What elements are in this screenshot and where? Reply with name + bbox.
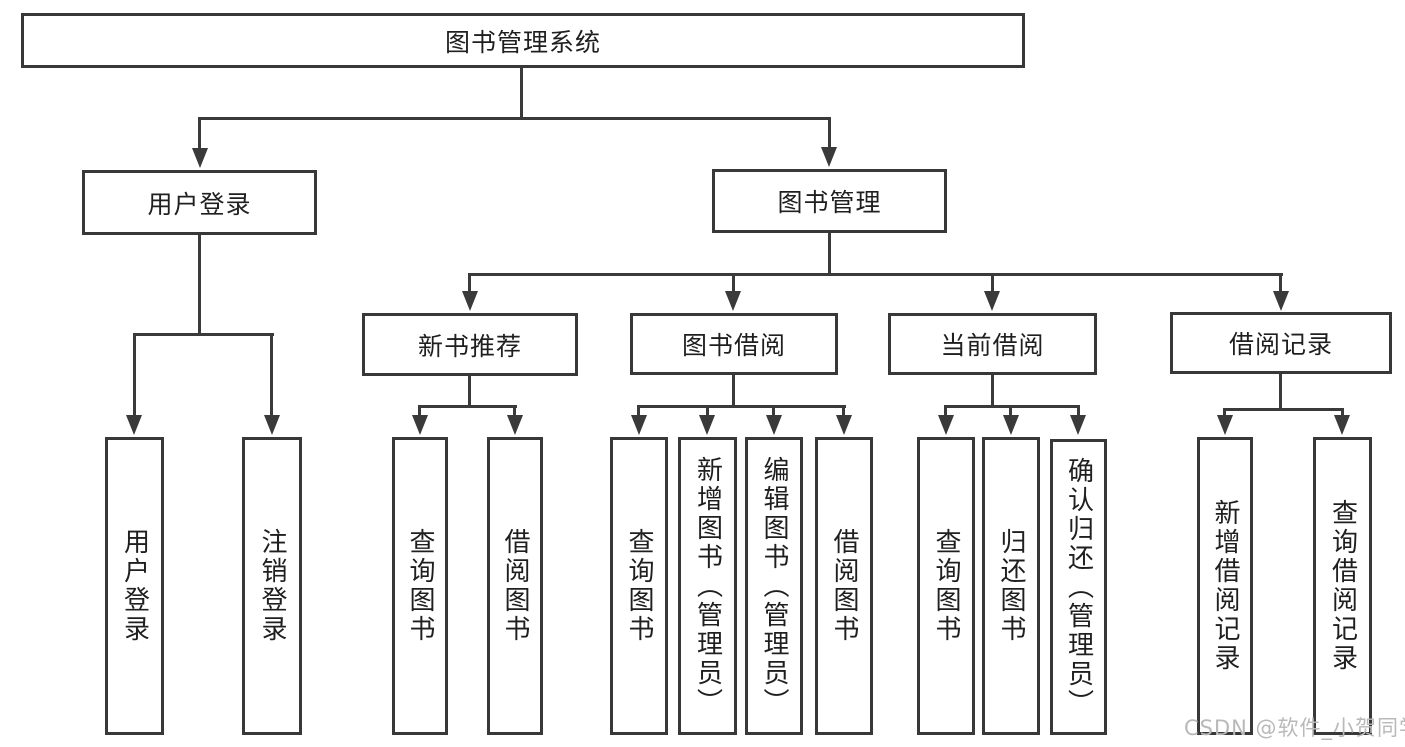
connector-line bbox=[944, 405, 947, 417]
connector-line bbox=[1279, 273, 1282, 293]
connector-line bbox=[198, 117, 831, 120]
connector-line bbox=[418, 405, 517, 408]
arrow-down-icon bbox=[1003, 415, 1019, 435]
connector-line bbox=[1009, 405, 1012, 417]
connector-line bbox=[772, 405, 775, 417]
leaf-logout-label: 注销登录 bbox=[257, 528, 287, 644]
arrow-down-icon bbox=[984, 291, 1000, 311]
node-root-label: 图书管理系统 bbox=[444, 27, 601, 57]
leaf-borrow-book-recommend: 借阅图书 bbox=[487, 437, 543, 735]
connector-line bbox=[198, 117, 201, 150]
arrow-down-icon bbox=[1334, 415, 1350, 435]
connector-line bbox=[991, 375, 994, 405]
node-current-borrow: 当前借阅 bbox=[888, 313, 1097, 375]
connector-line bbox=[418, 405, 421, 417]
arrow-down-icon bbox=[1273, 291, 1289, 311]
arrow-down-icon bbox=[192, 148, 208, 168]
leaf-user-login: 用户登录 bbox=[105, 437, 164, 735]
node-new-book-recommend-label: 新书推荐 bbox=[417, 331, 522, 361]
connector-line bbox=[520, 68, 523, 117]
arrow-down-icon bbox=[126, 415, 142, 435]
connector-line bbox=[706, 405, 709, 417]
leaf-user-login-label: 用户登录 bbox=[119, 528, 150, 644]
connector-line bbox=[1279, 374, 1282, 408]
leaf-query-book-borrow-label: 查询图书 bbox=[624, 528, 654, 644]
leaf-add-book-admin-label: 新增图书（管理员） bbox=[692, 455, 723, 717]
node-book-borrow: 图书借阅 bbox=[630, 313, 838, 375]
arrow-down-icon bbox=[836, 415, 852, 435]
connector-line bbox=[732, 273, 735, 293]
connector-line bbox=[1223, 408, 1344, 411]
leaf-query-borrow-record: 查询借阅记录 bbox=[1313, 437, 1372, 735]
leaf-query-book-current-label: 查询图书 bbox=[931, 528, 961, 644]
arrow-down-icon bbox=[725, 291, 741, 311]
leaf-query-book-borrow: 查询图书 bbox=[610, 437, 668, 735]
leaf-query-book-current: 查询图书 bbox=[917, 437, 975, 735]
leaf-borrow-book-label: 借阅图书 bbox=[829, 528, 859, 644]
connector-line bbox=[1341, 408, 1344, 416]
leaf-confirm-return-admin: 确认归还（管理员） bbox=[1050, 439, 1107, 735]
leaf-borrow-book-recommend-label: 借阅图书 bbox=[500, 528, 530, 644]
connector-line bbox=[732, 375, 735, 405]
arrow-down-icon bbox=[1217, 415, 1233, 435]
leaf-query-borrow-record-label: 查询借阅记录 bbox=[1327, 499, 1358, 673]
arrow-down-icon bbox=[938, 415, 954, 435]
csdn-watermark: CSDN @软件_小贺同学 bbox=[1184, 716, 1405, 740]
connector-line bbox=[991, 273, 994, 293]
leaf-add-book-admin: 新增图书（管理员） bbox=[678, 437, 737, 735]
connector-line bbox=[468, 273, 471, 293]
connector-line bbox=[637, 405, 846, 408]
arrow-down-icon bbox=[766, 415, 782, 435]
leaf-return-book-label: 归还图书 bbox=[996, 528, 1026, 644]
leaf-edit-book-admin: 编辑图书（管理员） bbox=[745, 437, 803, 735]
arrow-down-icon bbox=[462, 291, 478, 311]
arrow-down-icon bbox=[412, 415, 428, 435]
connector-line bbox=[828, 233, 831, 273]
node-user-login-label: 用户登录 bbox=[147, 189, 252, 219]
connector-line bbox=[1077, 405, 1080, 417]
arrow-down-icon bbox=[1070, 415, 1086, 435]
connector-line bbox=[1223, 408, 1226, 416]
leaf-confirm-return-admin-label: 确认归还（管理员） bbox=[1063, 456, 1094, 718]
connector-line bbox=[133, 333, 136, 415]
leaf-logout: 注销登录 bbox=[242, 437, 302, 735]
node-current-borrow-label: 当前借阅 bbox=[940, 331, 1045, 360]
node-book-borrow-label: 图书借阅 bbox=[681, 331, 786, 360]
arrow-down-icon bbox=[631, 415, 647, 435]
connector-line bbox=[468, 273, 1283, 276]
arrow-down-icon bbox=[699, 415, 715, 435]
leaf-add-borrow-record: 新增借阅记录 bbox=[1197, 437, 1253, 735]
connector-line bbox=[637, 405, 640, 417]
leaf-query-book-recommend-label: 查询图书 bbox=[405, 528, 435, 644]
arrow-down-icon bbox=[821, 147, 837, 167]
leaf-borrow-book: 借阅图书 bbox=[815, 437, 873, 735]
arrow-down-icon bbox=[264, 415, 280, 435]
leaf-edit-book-admin-label: 编辑图书（管理员） bbox=[759, 455, 789, 717]
leaf-add-borrow-record-label: 新增借阅记录 bbox=[1210, 499, 1240, 673]
connector-line bbox=[270, 333, 273, 415]
leaf-return-book: 归还图书 bbox=[982, 437, 1040, 735]
node-user-login: 用户登录 bbox=[82, 170, 317, 235]
node-borrow-records: 借阅记录 bbox=[1170, 312, 1392, 374]
node-book-management-label: 图书管理 bbox=[777, 188, 882, 217]
connector-line bbox=[468, 376, 471, 405]
node-new-book-recommend: 新书推荐 bbox=[362, 313, 578, 376]
connector-line bbox=[944, 405, 1080, 408]
node-root: 图书管理系统 bbox=[21, 13, 1025, 68]
node-book-management: 图书管理 bbox=[712, 169, 947, 233]
connector-line bbox=[513, 405, 516, 417]
connector-line bbox=[842, 405, 845, 417]
node-borrow-records-label: 借阅记录 bbox=[1228, 330, 1333, 359]
arrow-down-icon bbox=[507, 415, 523, 435]
connector-line bbox=[828, 117, 831, 150]
connector-line bbox=[133, 333, 274, 336]
leaf-query-book-recommend: 查询图书 bbox=[392, 437, 448, 735]
connector-line bbox=[198, 235, 201, 333]
